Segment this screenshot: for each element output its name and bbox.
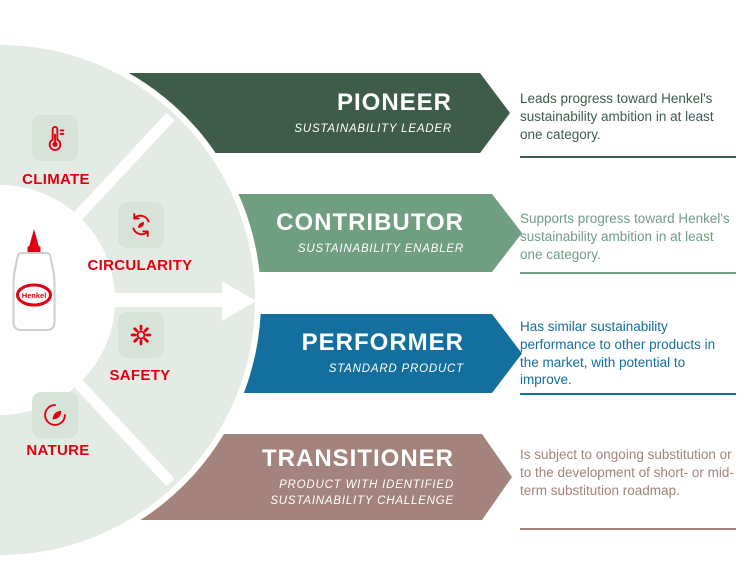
tier-underline bbox=[520, 156, 736, 158]
flow-arrow-icon bbox=[222, 281, 255, 321]
category-tile-nature bbox=[32, 392, 78, 438]
category-label-climate: CLIMATE bbox=[22, 171, 90, 188]
bottle-nozzle bbox=[29, 229, 39, 247]
recycle-leaf-icon bbox=[132, 213, 150, 237]
tier-title: CONTRIBUTOR bbox=[276, 208, 464, 236]
tier-description: Leads progress toward Henkel's sustainab… bbox=[520, 91, 714, 142]
tier-underline bbox=[520, 272, 736, 274]
tier-description: Supports progress toward Henkel's sustai… bbox=[520, 211, 730, 262]
tier-title: PERFORMER bbox=[301, 329, 464, 357]
category-label-circularity: CIRCULARITY bbox=[87, 257, 193, 274]
category-label-safety: SAFETY bbox=[109, 367, 171, 384]
tier-subtitle: STANDARD PRODUCT bbox=[328, 363, 464, 376]
category-tile-climate bbox=[32, 115, 78, 161]
tier-underline bbox=[520, 393, 736, 395]
tier-title: TRANSITIONER bbox=[262, 444, 454, 472]
tier-underline bbox=[520, 528, 736, 530]
bottle-cap bbox=[27, 246, 41, 253]
henkel-glue-bottle: Henkel bbox=[12, 229, 56, 331]
tier-subtitle: PRODUCT WITH IDENTIFIED SUSTAINABILITY C… bbox=[270, 478, 454, 507]
tier-subtitle: SUSTAINABILITY LEADER bbox=[294, 122, 452, 135]
category-tile-circularity bbox=[118, 202, 164, 248]
leaf-circle-icon bbox=[44, 404, 66, 426]
category-label-nature: NATURE bbox=[26, 442, 90, 459]
category-tile-safety bbox=[118, 312, 164, 358]
tier-title: PIONEER bbox=[336, 88, 452, 116]
flower-icon bbox=[130, 324, 152, 346]
tier-description: Is subject to ongoing substitution or to… bbox=[520, 447, 734, 498]
thermometer-icon bbox=[48, 126, 65, 151]
bottle-label: Henkel bbox=[22, 291, 47, 300]
tier-description: Has similar sustainability performance t… bbox=[520, 319, 716, 388]
tier-subtitle: SUSTAINABILITY ENABLER bbox=[297, 242, 464, 255]
henkel-logo: Henkel bbox=[16, 283, 52, 307]
